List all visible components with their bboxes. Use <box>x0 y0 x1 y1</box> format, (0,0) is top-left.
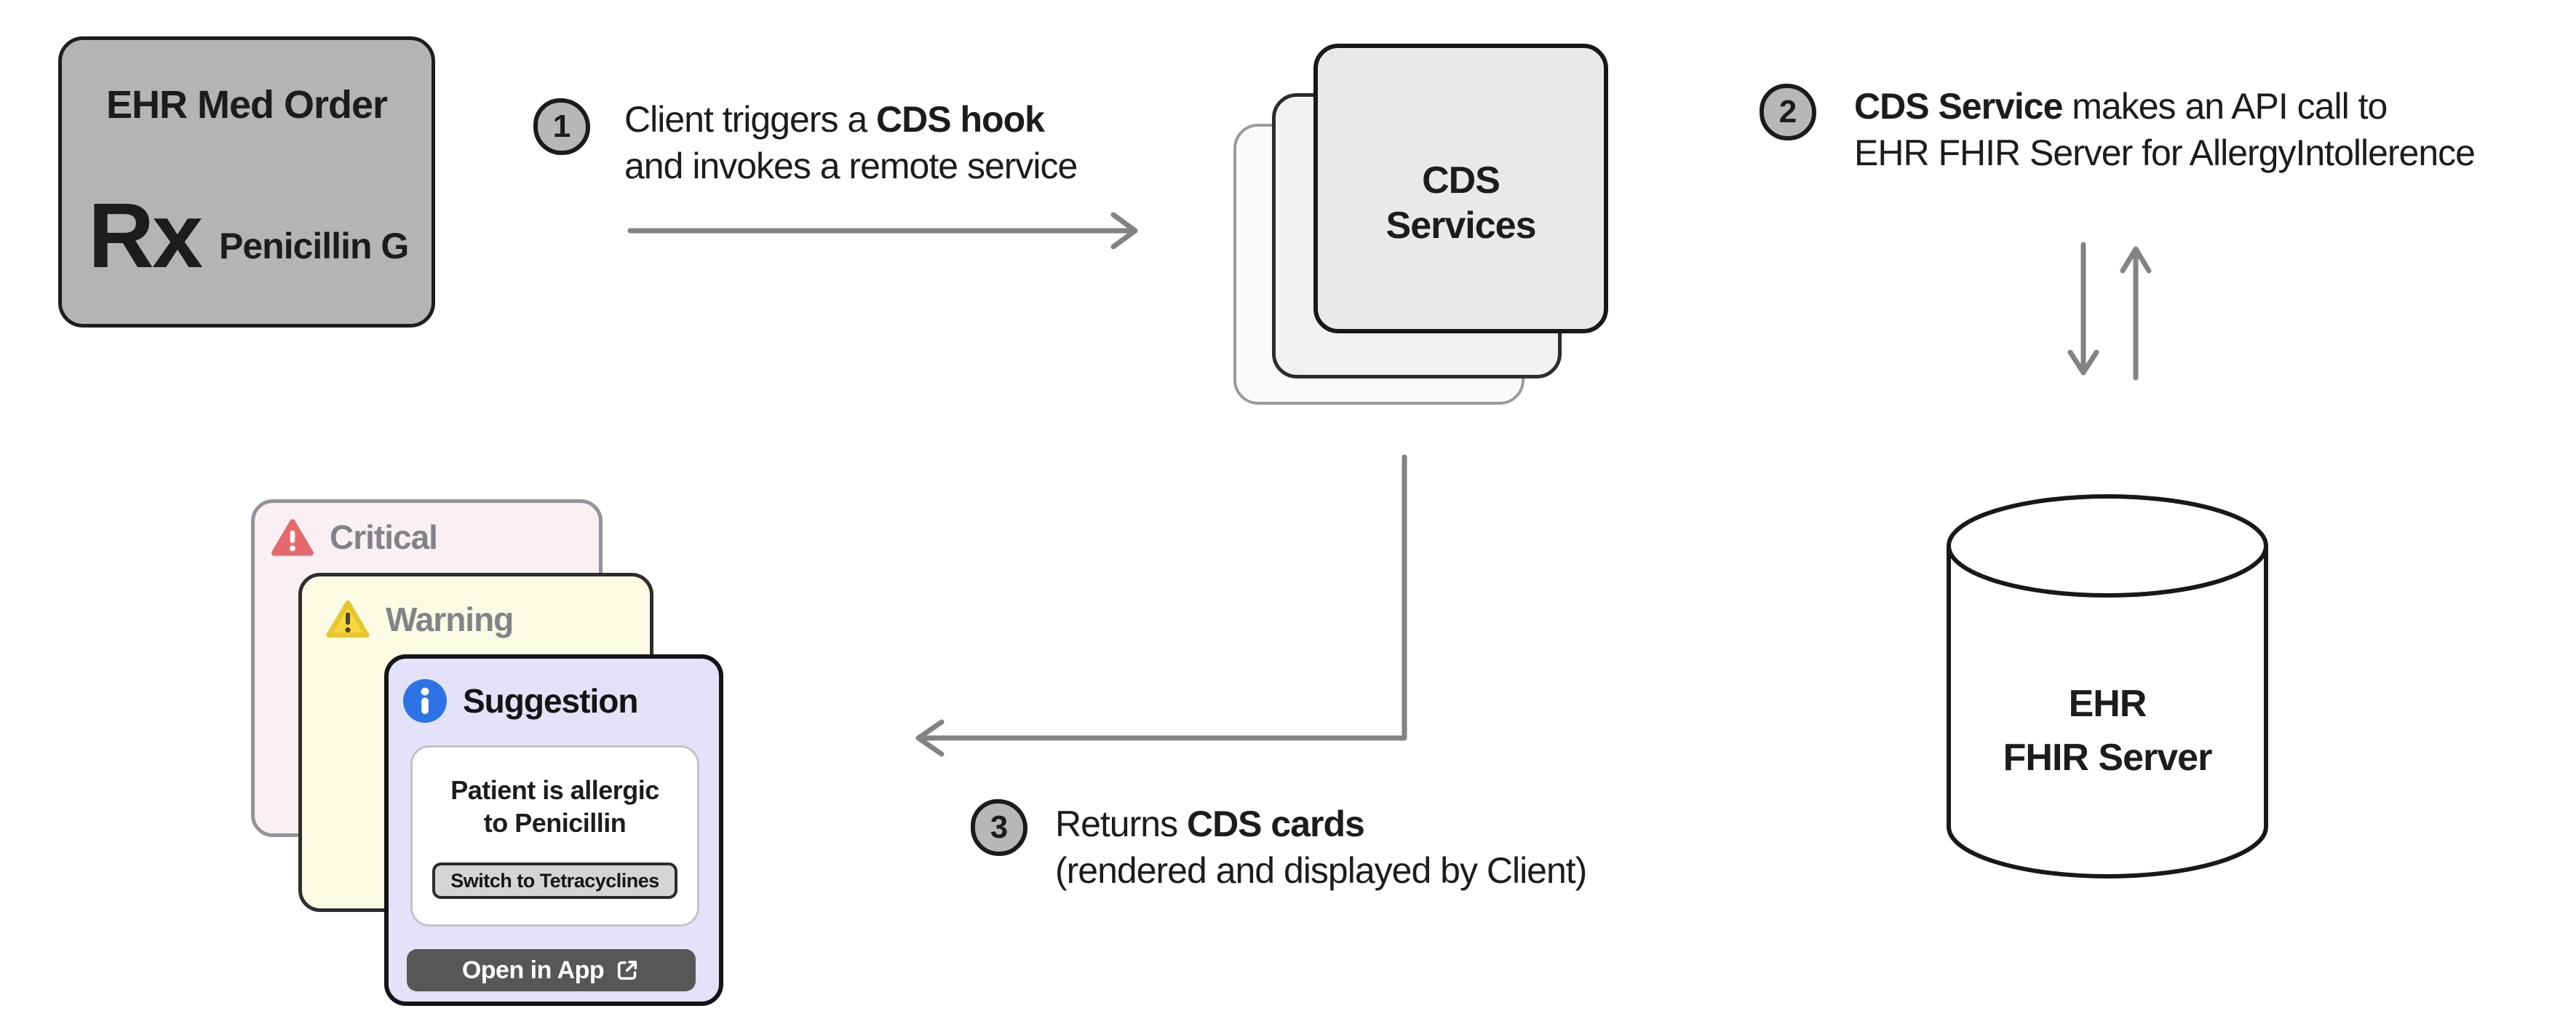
suggestion-card: Suggestion Patient is allergic to Penici… <box>384 654 723 1006</box>
open-in-app-button[interactable]: Open in App <box>407 949 696 991</box>
suggestion-message-box: Patient is allergic to Penicillin Switch… <box>410 745 699 927</box>
step1-right-arrow-icon <box>627 212 1138 250</box>
fhir-server-label-line1: EHR <box>2068 683 2147 725</box>
critical-alert-icon <box>271 518 314 556</box>
suggestion-card-header: Suggestion <box>403 679 638 723</box>
step3-line2: (rendered and displayed by Client) <box>1055 850 1587 891</box>
cds-service-card-front: CDS Services <box>1313 44 1608 333</box>
step3-line1-bold: CDS cards <box>1186 804 1365 844</box>
step2-caption: CDS Service makes an API call to EHR FHI… <box>1854 83 2476 176</box>
cds-services-label-line1: CDS <box>1422 159 1500 202</box>
step1-line1-bold: CDS hook <box>876 99 1045 140</box>
ehr-med-order-title: EHR Med Order <box>106 83 388 127</box>
step3-line1: Returns CDS cards <box>1055 801 1586 847</box>
switch-to-tetracyclines-button[interactable]: Switch to Tetracyclines <box>432 862 677 899</box>
suggestion-message-line1: Patient is allergic <box>450 775 659 805</box>
step1-badge: 1 <box>533 98 590 155</box>
step2-line1-bold: CDS Service <box>1854 86 2063 127</box>
open-in-app-label: Open in App <box>461 956 605 984</box>
switch-button-label: Switch to Tetracyclines <box>450 869 659 892</box>
step3-return-arrow-icon <box>915 454 1407 757</box>
fhir-request-response-arrows-icon <box>2067 242 2152 381</box>
ehr-med-order-node: EHR Med Order Rx Penicillin G <box>58 36 435 328</box>
medication-name: Penicillin G <box>219 226 409 266</box>
fhir-server-label-line2: FHIR Server <box>2003 737 2213 779</box>
external-link-icon <box>618 960 637 980</box>
step2-number: 2 <box>1778 94 1797 130</box>
step3-badge: 3 <box>971 799 1027 856</box>
critical-card-header: Critical <box>271 518 438 557</box>
step2-line2: EHR FHIR Server for AllergyIntollerence <box>1854 132 2476 173</box>
step1-line1: Client triggers a CDS hook <box>624 96 1077 143</box>
step3-line1-pre: Returns <box>1055 804 1187 844</box>
rx-symbol: Rx <box>88 184 203 287</box>
fhir-server-label: EHR FHIR Server <box>1944 677 2270 785</box>
suggestion-message-line2: to Penicillin <box>483 808 627 838</box>
step3-caption: Returns CDS cards (rendered and displaye… <box>1055 801 1587 894</box>
step2-line1-post: makes an API call to <box>2062 86 2388 127</box>
step2-badge: 2 <box>1760 84 1816 140</box>
critical-label: Critical <box>330 518 438 556</box>
step1-caption: Client triggers a CDS hook and invokes a… <box>624 96 1078 189</box>
fhir-server-cylinder-icon <box>1947 494 2268 879</box>
warning-icon <box>326 600 370 638</box>
step1-number: 1 <box>552 108 571 144</box>
step1-line2: and invokes a remote service <box>624 146 1078 186</box>
warning-card-header: Warning <box>326 599 514 639</box>
cds-services-label-line2: Services <box>1386 205 1537 247</box>
suggestion-message: Patient is allergic to Penicillin <box>413 774 697 839</box>
step3-number: 3 <box>990 809 1009 845</box>
step1-line1-pre: Client triggers a <box>624 99 877 140</box>
suggestion-label: Suggestion <box>463 682 638 720</box>
cds-services-label: CDS Services <box>1386 158 1537 248</box>
warning-label: Warning <box>386 600 514 638</box>
info-icon <box>403 679 447 723</box>
step2-line1: CDS Service makes an API call to <box>1854 83 2475 130</box>
